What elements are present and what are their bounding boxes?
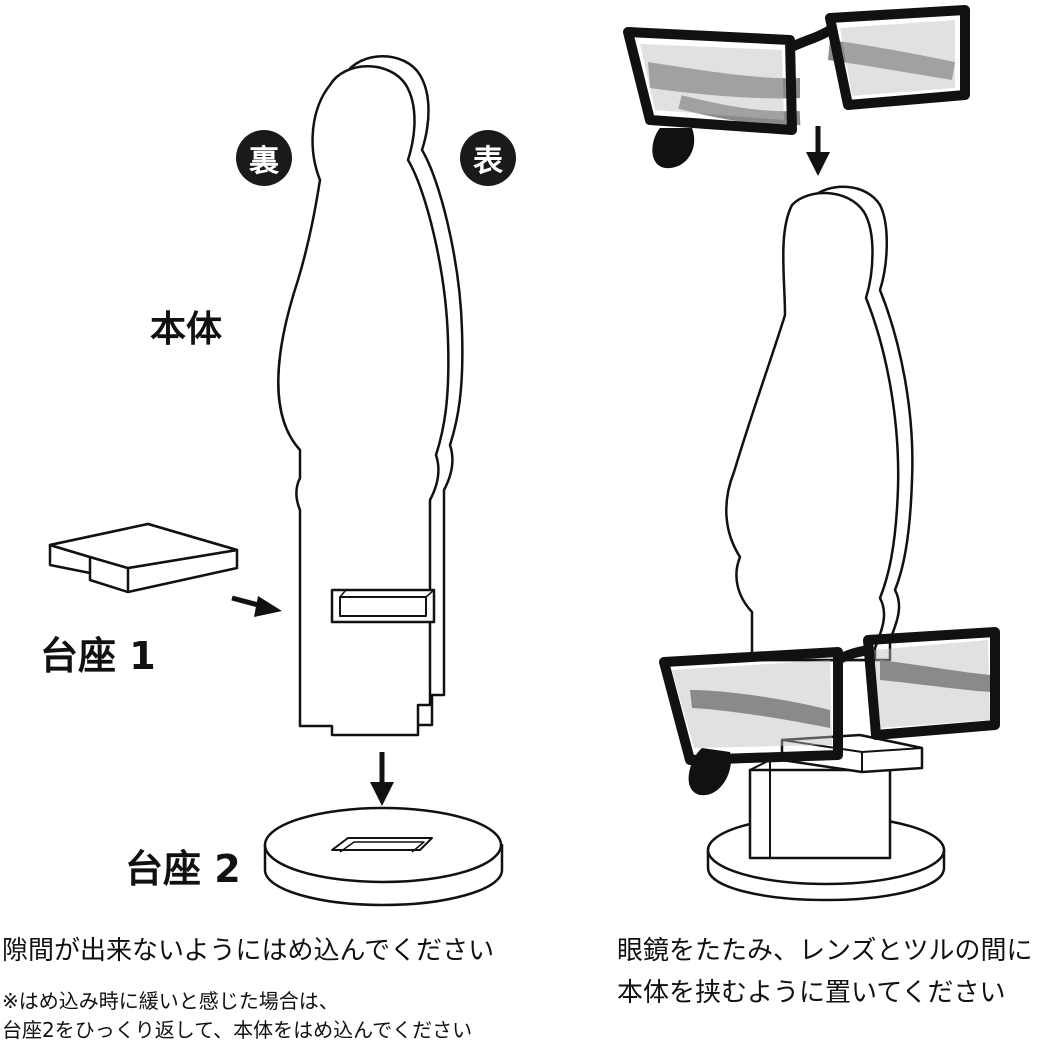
glasses-top [623,5,970,169]
base2-label: 台座 2 [125,847,241,891]
right-instruction-line-1: 眼鏡をたたみ、レンズとツルの間に [617,936,1033,966]
base2-slot [331,837,433,851]
left-note-line-2: 台座2をひっくり返して、本体をはめ込んでください [2,1018,473,1042]
glasses-on-stand [659,627,1000,796]
base1-label: 台座 1 [40,634,156,678]
left-instruction: 隙間が出来ないようにはめ込んでください [2,936,495,966]
body-panel [277,65,450,737]
stand-body [725,191,900,662]
back-side-badge: 裏 [236,130,292,186]
left-note-line-1: ※はめ込み時に緩いと感じた場合は、 [2,989,339,1013]
body-label: 本体 [150,309,223,350]
right-instruction-line-2: 本体を挟むように置いてください [617,978,1006,1008]
front-side-badge: 表 [460,130,516,186]
